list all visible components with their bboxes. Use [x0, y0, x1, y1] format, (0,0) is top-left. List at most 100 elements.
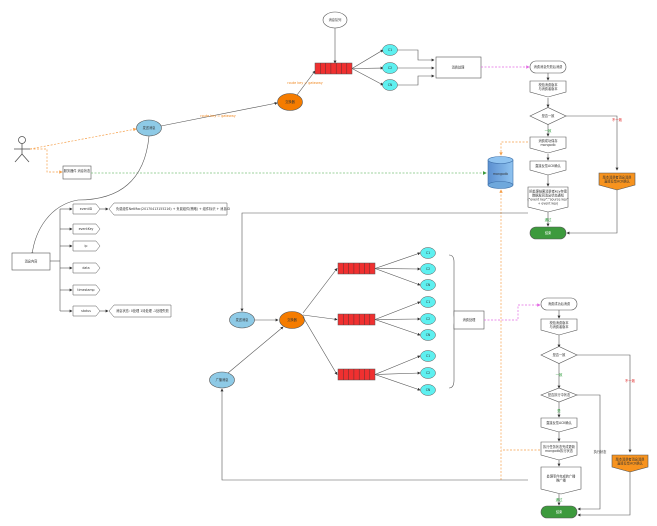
consumer-node[interactable]: CN: [420, 329, 436, 341]
decision-label: 是否执行中状态: [548, 392, 571, 397]
consumer-node[interactable]: C1: [420, 350, 436, 362]
route-label-1: route key = gateway: [200, 114, 235, 118]
consumer-node[interactable]: C2: [420, 313, 436, 325]
queue-body: [337, 262, 376, 275]
terminal-label: 结束: [556, 509, 563, 514]
top-process-box[interactable]: 消费处理: [435, 56, 482, 79]
field-shape: [72, 284, 101, 296]
rb-side-note: 执行状态: [594, 449, 608, 454]
exchange-to-queue-line: [302, 268, 338, 314]
consumer-node[interactable]: CN: [382, 79, 398, 91]
rb-line: [577, 472, 631, 517]
queue-to-consumer-line: [374, 268, 421, 286]
terminal-label: 结束: [545, 230, 552, 235]
field-note: 负载组件NetMac(20170413155216) + 负载组件(策略) + …: [108, 202, 230, 216]
consumer-shape: [420, 350, 436, 362]
consumer-label: C2: [426, 317, 430, 321]
exchange-to-queue-line: [302, 316, 338, 376]
rb-decision2[interactable]: 是否执行中状态: [540, 387, 578, 403]
actor-icon: [14, 136, 30, 163]
queue-to-consumer-line: [374, 301, 421, 320]
consumer-node[interactable]: C1: [382, 44, 398, 56]
queue-to-consumer-line: [374, 267, 421, 271]
field-label: data: [82, 266, 89, 270]
step-label: 校验消费版本与消费者版本: [538, 82, 558, 91]
consumer-node[interactable]: CN: [420, 384, 436, 396]
rb-step1[interactable]: 校验消费版本与消费者版本: [540, 318, 578, 336]
actor-to-sender-line: [29, 127, 137, 150]
broadcast-node[interactable]: 广播消息: [209, 371, 235, 389]
exchange-to-queue-line: [296, 70, 316, 96]
exchange-to-queue-line: [302, 314, 338, 321]
rb-pass-label: 通过: [556, 497, 563, 502]
step-shape: [598, 172, 636, 191]
rt-start[interactable]: 消费消息失败后消费: [529, 60, 567, 74]
step-shape: [527, 186, 569, 213]
step-label: 把处理结果消费者key存储数据发回消息状态通知("event key":"sou…: [527, 189, 569, 206]
field-shape: [72, 305, 101, 317]
svg-text:交换器: 交换器: [285, 99, 295, 104]
step-label: 直接反馈ACK确认: [546, 420, 572, 425]
consumer-node[interactable]: C2: [420, 263, 436, 275]
message-queue-cloud: 消息队列: [322, 11, 348, 29]
field-data: data: [72, 262, 101, 274]
rt-step4[interactable]: 把处理结果消费者key存储数据发回消息状态通知("event key":"sou…: [527, 186, 569, 213]
field-shape: [72, 240, 101, 252]
step-label: 版本消费者消息消费直接反馈ACK确认: [616, 457, 645, 466]
field-label: eventKey: [79, 227, 94, 231]
svg-text:发送消息: 发送消息: [236, 317, 249, 322]
bottom-exchange-node[interactable]: 交换器: [279, 311, 305, 329]
step-shape: [529, 160, 567, 176]
consumer-node[interactable]: C1: [420, 296, 436, 308]
consumer-label: C1: [426, 354, 430, 358]
top-queue: [314, 62, 353, 75]
bottom-process-box[interactable]: 消费处理: [453, 310, 485, 330]
consumer-label: CN: [426, 283, 431, 287]
rb-end[interactable]: 结束: [540, 505, 578, 519]
consumer-shape: [420, 329, 436, 341]
consumer-node[interactable]: C1: [420, 247, 436, 259]
rb-step2[interactable]: 直接反馈ACK确认: [540, 417, 578, 433]
rb-alt-step[interactable]: 版本消费者消息消费直接反馈ACK确认: [611, 454, 649, 473]
top-exchange-node[interactable]: 交换器: [277, 93, 303, 111]
field-label: eventID: [80, 207, 93, 211]
queue-to-consumer-line: [374, 252, 421, 269]
field-ip: ip: [72, 240, 101, 252]
top-sender-node[interactable]: 发送消息: [136, 119, 162, 137]
queue-body: [337, 368, 376, 381]
consumer-label: C1: [388, 48, 392, 52]
bottom-sender-node[interactable]: 发送消息: [229, 311, 255, 329]
decision-label: 是否一致: [553, 352, 567, 357]
step-shape: [540, 441, 578, 461]
consumer-node[interactable]: C2: [382, 62, 398, 74]
field-note-shape: [108, 202, 228, 216]
field-note: 消息状态: 0处理 1待处理 -1处理失败: [108, 304, 172, 318]
rt-step3[interactable]: 直接反馈ACK确认: [529, 160, 567, 176]
right-flow-bottom: 消费成功后消费校验消费版本与消费者版本是否一致一致不一致是否执行中状态执行状态是…: [540, 297, 649, 519]
mongodb-storage: mongodb: [487, 156, 514, 189]
step-label: 校验消费版本与消费者版本: [549, 320, 569, 329]
consumer-node[interactable]: C2: [420, 367, 436, 379]
message-content-box: 消息内容: [11, 252, 51, 271]
consumer-label: C1: [426, 251, 430, 255]
rt-alt-step[interactable]: 版本消费者消息消费直接反馈ACK确认: [598, 172, 636, 191]
consumer-shape: [420, 384, 436, 396]
rt-decision[interactable]: 是否一致: [529, 107, 567, 125]
rb-decision1[interactable]: 是否一致: [540, 346, 578, 364]
bottom-queue-1: [337, 262, 376, 275]
field-eventKey: eventKey: [72, 223, 101, 235]
rb-start[interactable]: 消费成功后消费: [540, 297, 578, 311]
rb-step4[interactable]: 处理事件完成的广播推广播: [540, 466, 582, 495]
consumer-node[interactable]: CN: [420, 279, 436, 291]
svg-text:消费处理: 消费处理: [463, 317, 477, 322]
rb-yes1-label: 一致: [556, 372, 563, 377]
field-shape: [72, 203, 101, 215]
field-eventID: eventID: [72, 203, 101, 215]
step-label: 直接反馈ACK确认: [535, 163, 561, 168]
rt-step1[interactable]: 校验消费版本与消费者版本: [529, 80, 567, 98]
rt-end[interactable]: 结束: [529, 226, 567, 240]
